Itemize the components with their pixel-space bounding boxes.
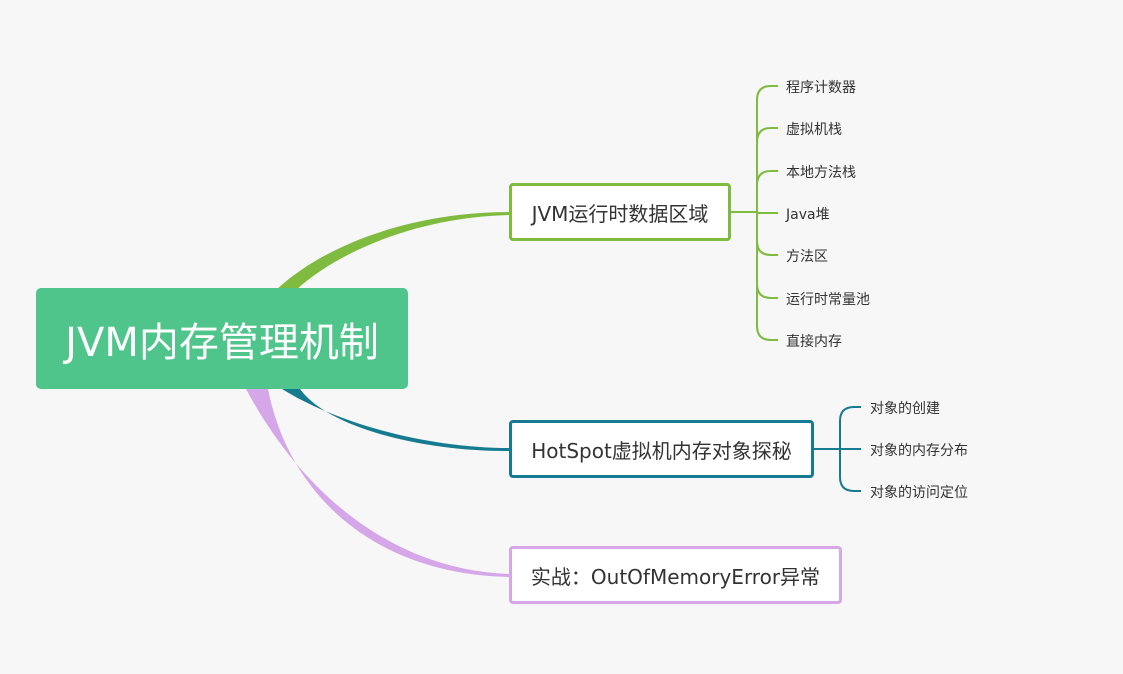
connector-root-branch-3 — [246, 389, 510, 577]
root-topic[interactable]: JVM内存管理机制 — [36, 288, 408, 389]
branch-2-leaf-connectors — [814, 406, 861, 492]
leaf-object-access-location[interactable]: 对象的访问定位 — [870, 485, 968, 501]
leaf-java-heap[interactable]: Java堆 — [786, 207, 830, 223]
leaf-object-creation[interactable]: 对象的创建 — [870, 401, 940, 417]
leaf-program-counter[interactable]: 程序计数器 — [786, 80, 856, 96]
leaf-native-method-stack[interactable]: 本地方法栈 — [786, 165, 856, 181]
leaf-method-area[interactable]: 方法区 — [786, 249, 828, 265]
branch-hotspot-objects[interactable]: HotSpot虚拟机内存对象探秘 — [509, 420, 814, 478]
leaf-runtime-constant-pool[interactable]: 运行时常量池 — [786, 292, 870, 308]
connector-root-branch-2 — [282, 389, 510, 452]
branch-runtime-data-areas[interactable]: JVM运行时数据区域 — [509, 183, 731, 241]
branch-1-leaf-connectors — [731, 85, 778, 341]
leaf-object-memory-layout[interactable]: 对象的内存分布 — [870, 443, 968, 459]
leaf-vm-stack[interactable]: 虚拟机栈 — [786, 122, 842, 138]
connector-root-branch-1 — [276, 212, 510, 290]
leaf-direct-memory[interactable]: 直接内存 — [786, 334, 842, 350]
branch-oom-practice[interactable]: 实战：OutOfMemoryError异常 — [509, 546, 842, 604]
